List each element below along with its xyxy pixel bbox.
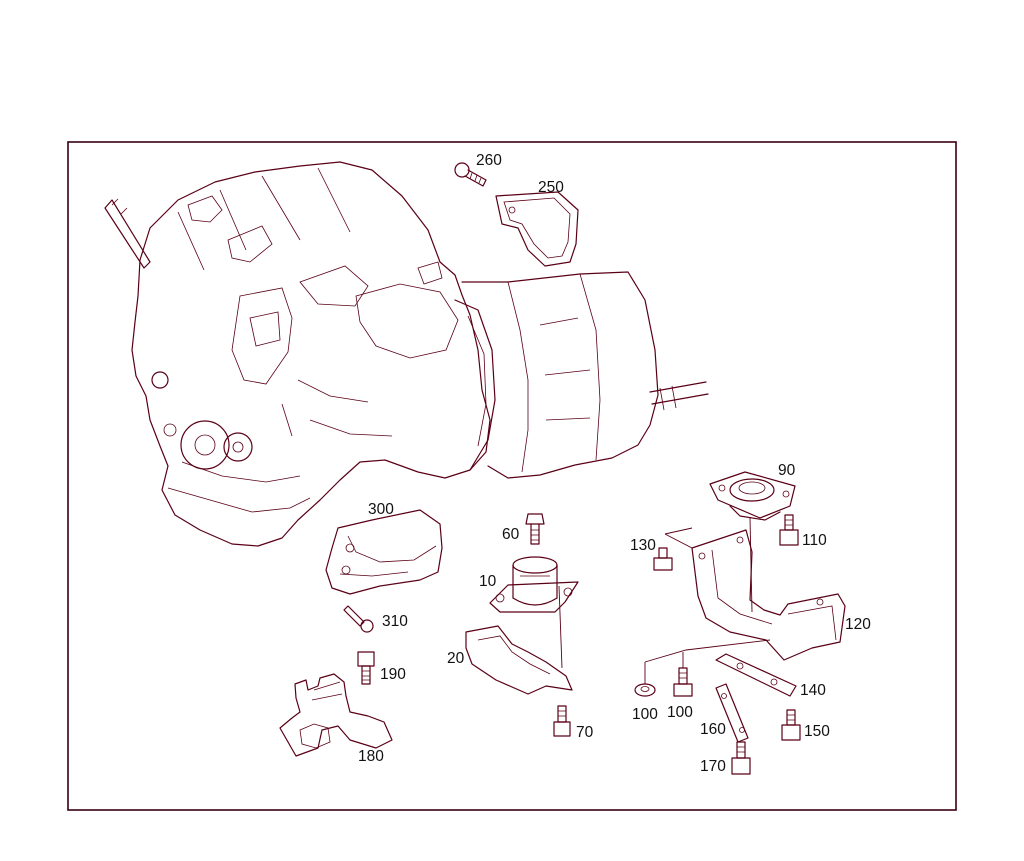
callout-170[interactable]: 170 [700,758,726,775]
part-90-mount [709,471,796,521]
callout-180[interactable]: 180 [358,748,384,765]
diagram-frame [67,141,957,811]
callout-20[interactable]: 20 [447,650,465,667]
callout-160[interactable]: 160 [700,721,726,738]
callout-110[interactable]: 110 [802,532,827,549]
part-180-bracket [279,673,393,757]
callout-70[interactable]: 70 [576,724,594,741]
engine-transmission-assembly [104,161,709,547]
callout-10[interactable]: 10 [479,573,497,590]
callout-100-nut[interactable]: 100 [632,706,658,723]
part-150-bolt [781,709,801,741]
part-100-fasteners [634,667,693,697]
part-60-bolt [525,513,545,545]
part-20-plate [465,625,573,695]
callout-260[interactable]: 260 [476,152,502,169]
callout-250[interactable]: 250 [538,179,564,196]
callout-140[interactable]: 140 [800,682,826,699]
callout-100-bolt[interactable]: 100 [667,704,693,721]
callout-190[interactable]: 190 [380,666,406,683]
callout-60[interactable]: 60 [502,526,520,543]
part-70-bolt [553,705,571,737]
part-310-bolt [343,605,374,633]
part-160-link [715,683,749,743]
part-260-bolt [454,162,487,187]
part-140-strap [715,653,797,697]
part-250-shield [495,191,579,267]
callout-130[interactable]: 130 [630,537,656,554]
callout-310[interactable]: 310 [382,613,408,630]
callout-90[interactable]: 90 [778,462,796,479]
part-10-engine-mount [489,556,579,613]
callout-300[interactable]: 300 [368,501,394,518]
part-300-bracket [325,509,443,595]
callout-labels: 260 250 300 310 60 10 20 70 90 110 130 1… [358,152,871,775]
leader-lines [558,517,771,684]
part-120-bracket [691,529,846,661]
callout-150[interactable]: 150 [804,723,830,740]
part-130-stud [653,547,673,571]
part-170-bolt [731,741,751,775]
part-110-bolt [779,514,799,546]
part-190-bolt [357,651,375,685]
callout-120[interactable]: 120 [845,616,871,633]
